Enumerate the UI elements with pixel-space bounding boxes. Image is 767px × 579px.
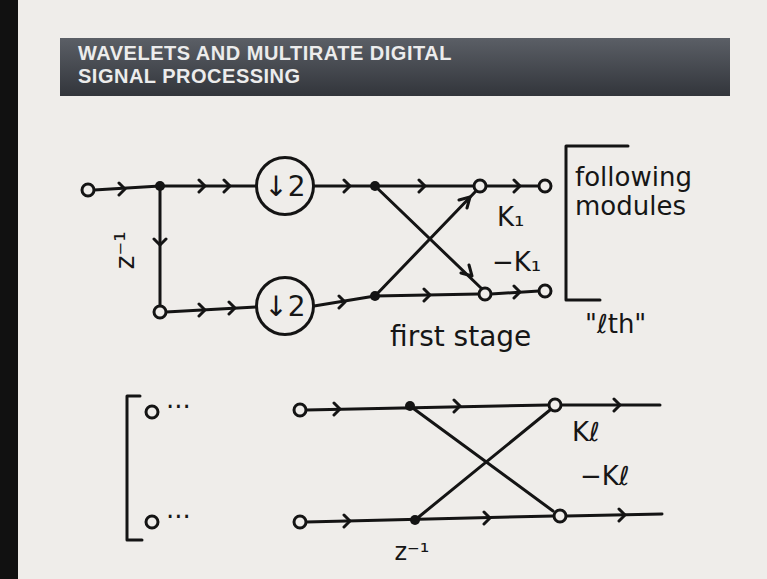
port-circle	[539, 180, 551, 192]
coefficient-label: K₁	[497, 203, 524, 232]
continuation-dots: ···	[166, 503, 191, 532]
junction-dot	[155, 181, 165, 191]
dark-edge	[0, 0, 18, 579]
port-circle	[474, 180, 486, 192]
coefficient-label: −K₁	[492, 248, 541, 277]
downsampler-circle: ↓2	[255, 156, 315, 216]
junction-dot	[405, 401, 415, 411]
downsampler-circle: ↓2	[255, 276, 315, 336]
port-circle	[294, 404, 306, 416]
coefficient-label: Kℓ	[572, 418, 600, 447]
port-circle	[154, 306, 166, 318]
port-circle	[146, 406, 158, 418]
coefficient-label: −Kℓ	[580, 462, 630, 491]
header-title: WAVELETS AND MULTIRATE DIGITAL SIGNAL PR…	[78, 42, 458, 88]
port-circle	[146, 516, 158, 528]
port-circle	[549, 399, 561, 411]
continuation-dots: ···	[166, 393, 191, 422]
node-text: ↓2	[264, 170, 305, 203]
node-text: ↓2	[264, 290, 305, 323]
port-circle	[479, 288, 491, 300]
brackets	[127, 146, 628, 540]
junction-dot	[370, 291, 380, 301]
top-wires	[94, 186, 539, 312]
arrow-chevrons	[119, 180, 625, 527]
bracket-note: following modules	[575, 163, 735, 220]
delay-label: z⁻¹	[111, 231, 140, 269]
header-band	[60, 38, 730, 96]
bottom-wires	[306, 405, 662, 522]
delay-label: z⁻¹	[395, 539, 430, 565]
junction-dot	[370, 181, 380, 191]
stage-note: first stage	[390, 322, 531, 353]
port-circle	[539, 285, 551, 297]
port-circle	[82, 184, 94, 196]
port-circle	[554, 510, 566, 522]
junction-dot	[410, 515, 420, 525]
stage-note: "ℓth"	[585, 310, 646, 339]
port-circle	[294, 516, 306, 528]
